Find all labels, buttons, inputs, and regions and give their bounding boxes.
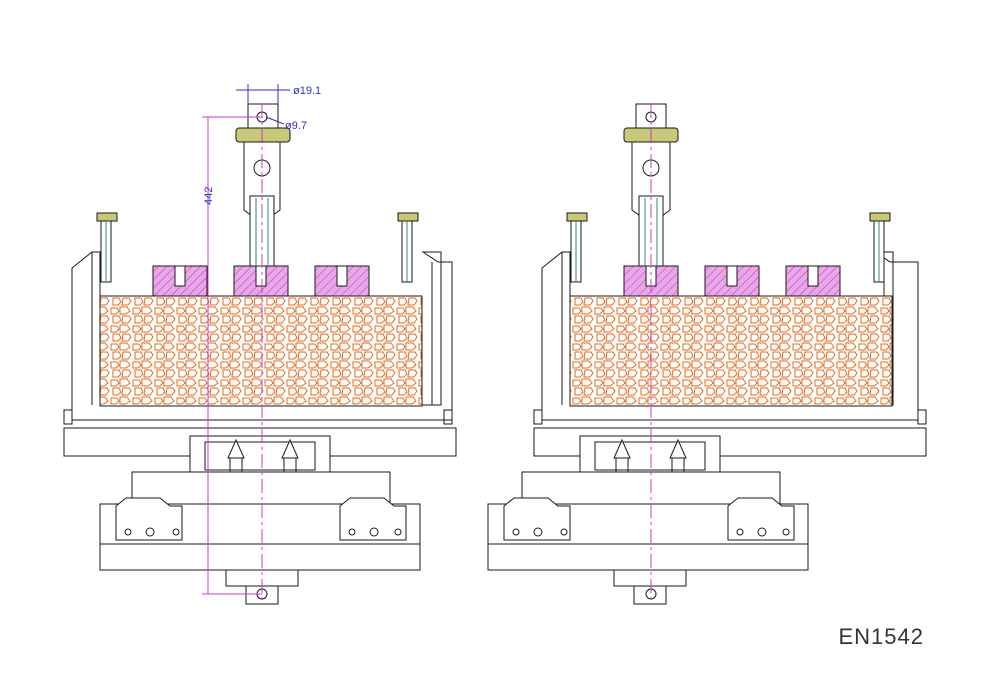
bearing-block xyxy=(727,497,795,541)
side-clamp xyxy=(96,212,118,283)
foam-specimen xyxy=(99,295,423,407)
side-clamp xyxy=(397,212,419,283)
foam-specimen xyxy=(569,295,893,407)
diameter-inner-leader xyxy=(265,116,285,125)
right-assembly-view xyxy=(487,103,927,605)
document-id: EN1542 xyxy=(838,624,924,649)
side-clamp xyxy=(869,212,891,283)
bearing-block xyxy=(503,497,571,541)
left-assembly-view xyxy=(63,103,457,605)
load-arm xyxy=(235,103,291,267)
bearing-block xyxy=(115,497,183,541)
left-frame-outline xyxy=(71,251,453,421)
side-clamp xyxy=(566,212,588,283)
diameter-inner-label: ø9.7 xyxy=(285,120,307,132)
bearing-block xyxy=(339,497,407,541)
diameter-outer-label: ø19.1 xyxy=(293,85,321,97)
height-dimension-label: 442 xyxy=(203,187,215,205)
